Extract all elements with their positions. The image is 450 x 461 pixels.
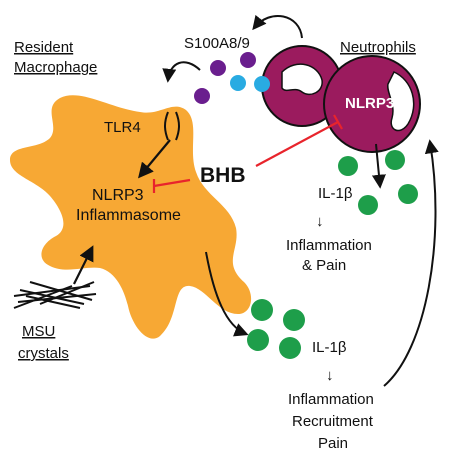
s100-dot [240,52,256,68]
inflammation-pain-label-line1: Inflammation [286,237,372,254]
s100a8-9-label: S100A8/9 [184,35,250,52]
il1b-dot [251,299,273,321]
s100-dot [210,60,226,76]
resident-macrophage-cell [10,95,252,339]
msu-crystals [13,281,97,309]
upper-down-arrow: ↓ [316,213,324,230]
neutrophil-to-s100-arrow [252,14,303,39]
outcome-label-line3: Pain [318,435,348,452]
neutrophil-front [323,55,421,153]
s100-to-tlr4-arrow [162,61,201,83]
resident-macrophage-label-line1: Resident [14,39,74,56]
s100-dot [254,76,270,92]
il1b-dot [279,337,301,359]
lower-down-arrow: ↓ [326,367,334,384]
outcome-to-neutrophil-arrow [383,139,439,387]
neutrophils-label: Neutrophils [340,39,416,56]
macrophage-to-il1b-arrow [205,251,249,337]
il1b-dot [247,329,269,351]
s100-dot [194,88,210,104]
nlrp3-inflammasome-label-line2: Inflammasome [76,207,181,224]
il1b-lower-label: IL-1β [312,339,347,356]
msu-crystals-label-line2: crystals [18,345,69,362]
il1b-dot [338,156,358,176]
outcome-label-line2: Recruitment [292,413,374,430]
resident-macrophage-label-line2: Macrophage [14,59,97,76]
bhb-inhibition-lines [152,114,343,193]
msu-crystals-label-line1: MSU [22,323,55,340]
il1b-dot [283,309,305,331]
outcome-label-line1: Inflammation [288,391,374,408]
s100-dot [230,75,246,91]
neutrophil-nlrp3-to-il1b-arrow [371,143,386,189]
tlr4-to-nlrp3-arrow [138,139,171,179]
inflammation-pain-label-line2: & Pain [302,257,346,274]
il1b-dot [398,184,418,204]
il1b-dot [358,195,378,215]
il1b-upper-label: IL-1β [318,185,353,202]
tlr4-label: TLR4 [104,119,141,136]
bhb-label: BHB [200,164,246,187]
msu-to-nlrp3-arrow [73,245,94,285]
il1b-dot [385,150,405,170]
tlr4-receptor [164,111,180,141]
neutrophil-nlrp3-label: NLRP3 [345,95,394,112]
nlrp3-inflammasome-label-line1: NLRP3 [92,187,144,204]
